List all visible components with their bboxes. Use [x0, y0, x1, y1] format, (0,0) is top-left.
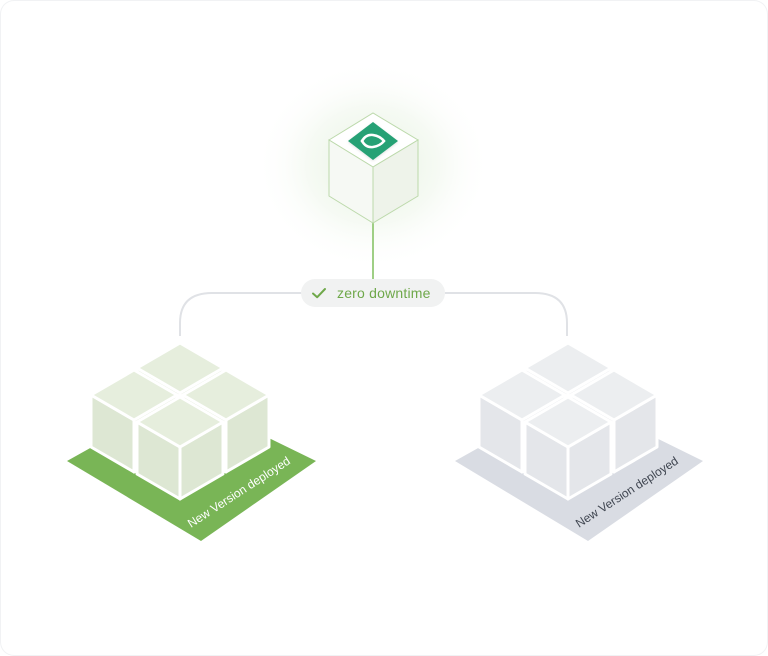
cube-top-face: [523, 395, 613, 449]
left-cube-grid: [89, 341, 271, 501]
cube-top-face: [135, 395, 225, 449]
left-cluster: New Version deployed: [67, 341, 316, 541]
cube-4: [135, 395, 225, 501]
refresh-icon: [348, 122, 398, 160]
check-icon: [312, 288, 326, 299]
zero-downtime-label: zero downtime: [337, 285, 431, 301]
cube-top-face: [89, 368, 179, 422]
zero-downtime-badge: zero downtime: [301, 279, 445, 307]
cube-top-face: [523, 341, 613, 395]
connector-left: [179, 292, 302, 336]
cube-top-face: [569, 368, 659, 422]
connector-right: [445, 292, 568, 336]
right-cube-grid: [477, 341, 659, 501]
right-cluster: New Version deployed: [455, 341, 703, 541]
cube-top-face: [135, 341, 225, 395]
cube-2: [477, 368, 567, 474]
cube-top-face: [477, 368, 567, 422]
cube-top-face: [181, 368, 271, 422]
cube-4: [523, 395, 613, 501]
top-node-cube: [328, 112, 419, 224]
